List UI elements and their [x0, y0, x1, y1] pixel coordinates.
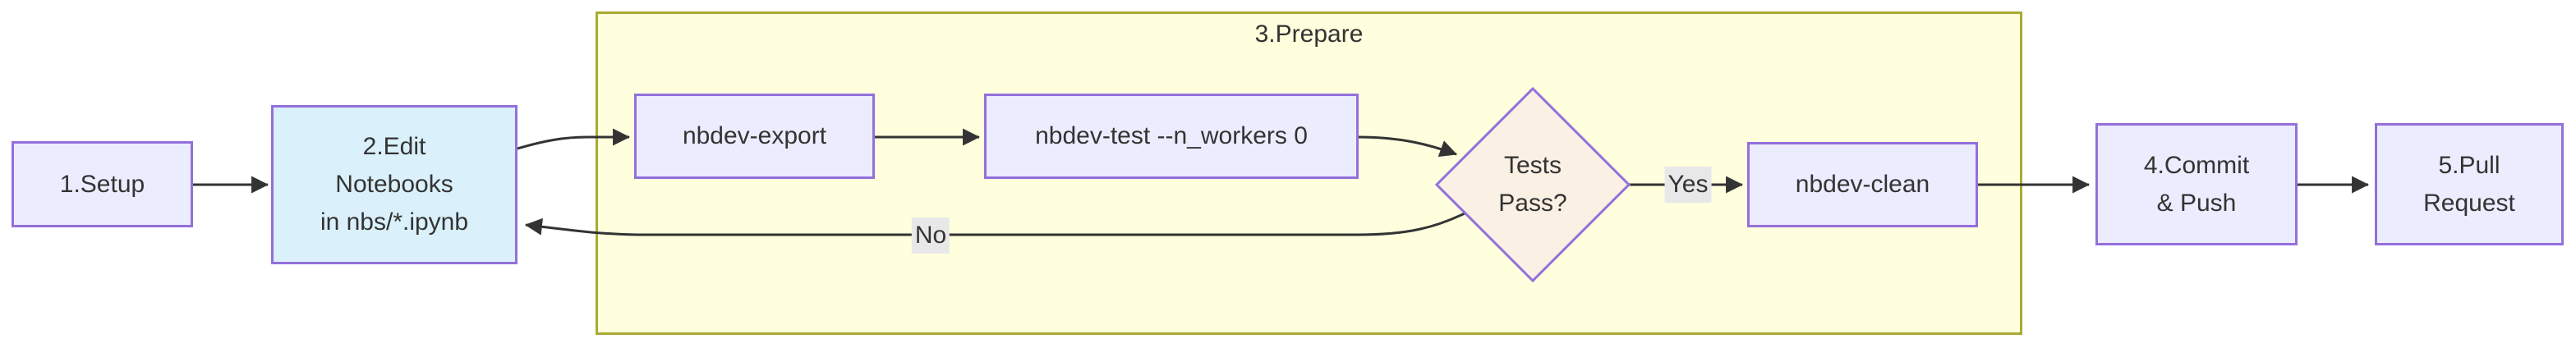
edge-edit-to-export	[517, 128, 631, 150]
node-edit-line-1: 2.Edit	[362, 133, 426, 160]
node-pull-line-1: 5.Pull	[2438, 151, 2500, 179]
node-edit-notebooks: 2.Edit Notebooks in nbs/*.ipynb	[271, 105, 518, 264]
node-setup: 1.Setup	[12, 141, 193, 227]
node-commit-line-2: & Push	[2156, 189, 2237, 217]
cluster-prepare-label: 3.Prepare	[1254, 21, 1364, 48]
edge-label-yes: Yes	[1664, 167, 1712, 203]
node-nbdev-test: nbdev-test --n_workers 0	[984, 94, 1359, 179]
node-nbdev-export: nbdev-export	[634, 94, 875, 179]
node-pull-request: 5.Pull Request	[2375, 123, 2564, 245]
node-commit-line-1: 4.Commit	[2143, 151, 2250, 179]
node-edit-line-2: Notebooks	[335, 171, 453, 198]
node-commit-push: 4.Commit & Push	[2095, 123, 2298, 245]
node-setup-label: 1.Setup	[59, 170, 145, 198]
edge-label-no: No	[911, 218, 950, 254]
node-edit-line-3: in nbs/*.ipynb	[320, 208, 469, 236]
decision-diamond-shape	[1434, 86, 1631, 283]
node-nbdev-clean-label: nbdev-clean	[1795, 171, 1930, 198]
decision-line-1: Tests	[1503, 152, 1562, 179]
node-nbdev-test-label: nbdev-test --n_workers 0	[1035, 122, 1308, 149]
node-nbdev-clean: nbdev-clean	[1747, 142, 1978, 227]
decision-tests-pass: Tests Pass?	[1437, 89, 1629, 281]
node-nbdev-export-label: nbdev-export	[682, 122, 827, 149]
node-pull-line-2: Request	[2423, 189, 2515, 217]
decision-line-2: Pass?	[1498, 190, 1567, 217]
edge-decision-no-to-edit	[524, 209, 1470, 236]
edge-test-to-decision	[1358, 135, 1457, 158]
